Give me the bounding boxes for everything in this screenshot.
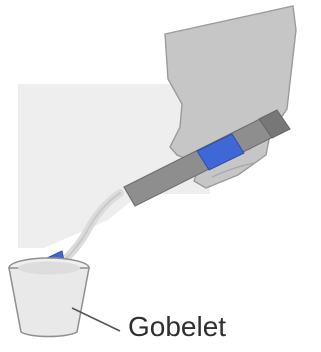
cup-icon (9, 258, 89, 337)
cup-label: Gobelet (128, 311, 226, 342)
